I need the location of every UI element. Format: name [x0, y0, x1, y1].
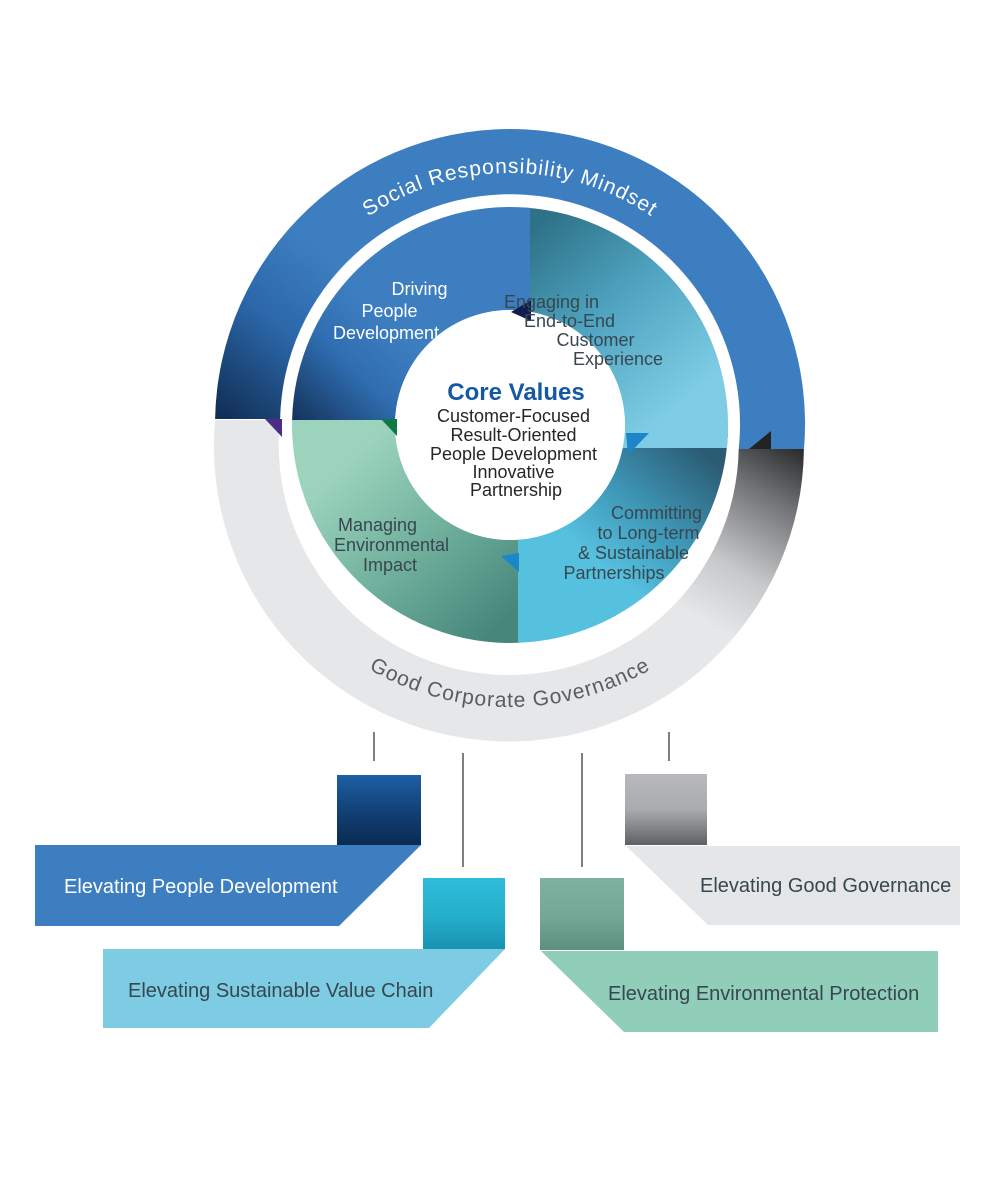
fold-triangle-right-inner-icon [626, 433, 649, 455]
square-good-governance [625, 774, 707, 845]
fold-triangle-top-icon [511, 300, 531, 321]
core-values-list: Customer-Focused Result-Oriented People … [430, 406, 602, 500]
fold-triangle-left-inner-icon [381, 419, 397, 436]
fold-triangle-right-outer-icon [749, 431, 771, 449]
banner-environmental-protection [541, 951, 938, 1032]
square-sustainable-value-chain [423, 878, 505, 949]
label-driving-people-development: Driving People Development [333, 279, 453, 343]
outer-ring-social-segment [215, 129, 806, 449]
banner-sustainable-value-chain [103, 949, 505, 1028]
label-managing-environmental-impact: Managing Environmental Impact [334, 515, 454, 575]
label-committing-partnerships: Committing to Long-term & Sustainable Pa… [563, 503, 707, 583]
label-engaging-customer-experience: Engaging in End-to-End Customer Experien… [504, 292, 663, 369]
banner-people-development-label: Elevating People Development [64, 876, 338, 898]
banner-good-governance-label: Elevating Good Governance [700, 875, 951, 897]
fold-triangle-bottom-icon [501, 553, 519, 572]
banner-good-governance [626, 846, 960, 925]
segment-managing-environmental-impact [292, 420, 519, 643]
core-values-hub-circle [395, 310, 625, 540]
banner-sustainable-value-chain-label: Elevating Sustainable Value Chain [128, 980, 433, 1002]
square-environmental-protection [540, 878, 624, 950]
banner-people-development [35, 845, 421, 926]
square-people-development [337, 775, 421, 845]
fold-triangle-left-outer-icon [265, 419, 282, 437]
core-values-title: Core Values [447, 379, 584, 406]
segment-driving-people-development [292, 207, 530, 420]
segment-engaging-customer-experience [524, 207, 729, 448]
connector-lines [373, 732, 670, 867]
segment-committing-partnerships [518, 433, 728, 643]
banner-environmental-protection-label: Elevating Environmental Protection [608, 983, 919, 1005]
outer-ring-governance-segment [213, 420, 804, 742]
